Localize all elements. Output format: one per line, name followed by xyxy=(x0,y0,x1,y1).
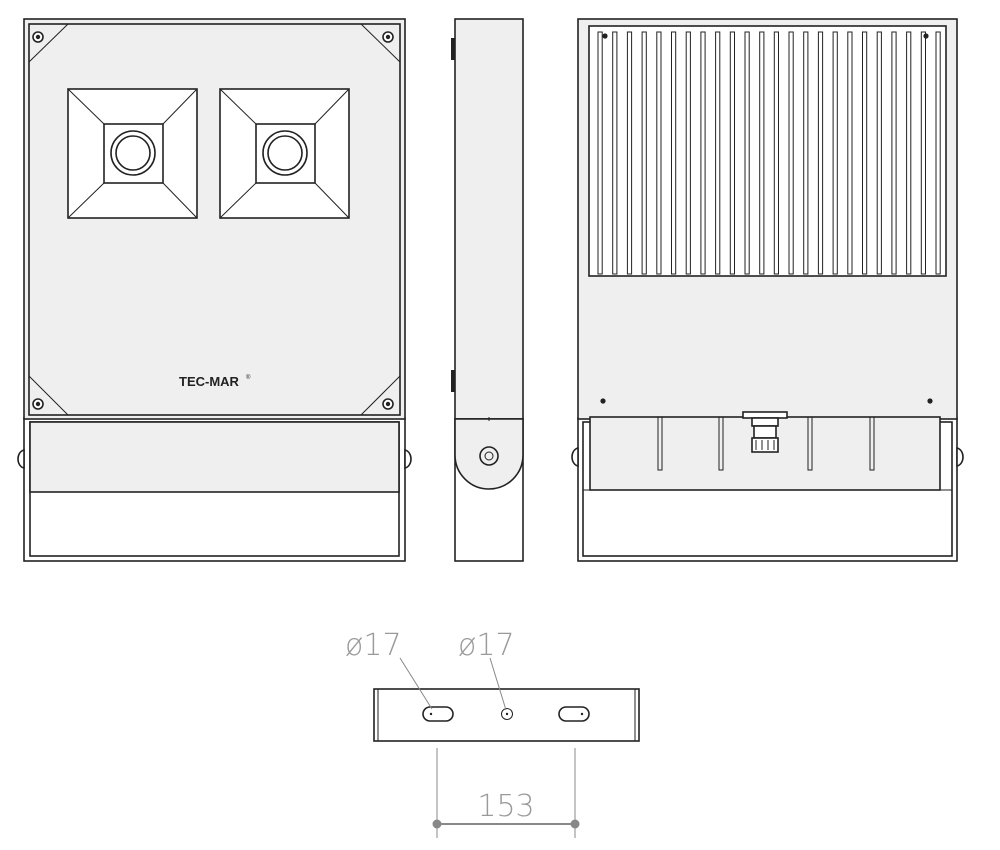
bracket-slot-left-mark xyxy=(429,712,433,716)
heatsink-fin xyxy=(788,31,794,275)
side-pivot-bolt-inner xyxy=(484,451,494,461)
front-corner-br xyxy=(360,375,401,416)
heatsink-fins xyxy=(597,31,941,275)
rear-right-knob xyxy=(956,446,964,468)
heatsink-fin xyxy=(656,31,662,275)
bracket-bottom-view: ø17 ø17 153 xyxy=(345,628,640,838)
rear-heatsink-screw-left xyxy=(602,33,608,39)
heatsink-fin xyxy=(847,31,853,275)
heatsink-fin xyxy=(773,31,779,275)
dim-label-spacing: 153 xyxy=(477,789,534,824)
dim-endpoint-left xyxy=(432,819,442,829)
front-corner-bl xyxy=(28,375,69,416)
brand-registered-mark: ® xyxy=(246,374,251,381)
rear-heatsink-screw-right xyxy=(923,33,929,39)
side-tab-bottom xyxy=(451,370,455,392)
heatsink-fin xyxy=(862,31,868,275)
bracket-center-mark xyxy=(505,712,509,716)
heatsink-fin xyxy=(612,31,618,275)
heatsink-fin xyxy=(759,31,765,275)
dim-endpoint-right xyxy=(570,819,580,829)
front-housing-inner xyxy=(28,23,401,416)
rear-screw-right xyxy=(927,398,933,404)
front-corner-tr xyxy=(360,23,401,63)
side-pivot-lobe xyxy=(454,418,524,490)
dim-leader-hole xyxy=(489,657,507,711)
side-pivot-bolt xyxy=(479,446,499,466)
heatsink-fin xyxy=(729,31,735,275)
side-tab-top xyxy=(451,38,455,60)
front-screw-br xyxy=(382,398,394,410)
front-lower-housing xyxy=(29,421,400,493)
cable-gland xyxy=(742,411,788,453)
heatsink-fin xyxy=(906,31,912,275)
heatsink-fin xyxy=(685,31,691,275)
heatsink-fin xyxy=(832,31,838,275)
rear-screw-left xyxy=(600,398,606,404)
rear-heatsink xyxy=(588,25,947,277)
front-screw-tl xyxy=(32,31,44,43)
rear-view xyxy=(571,18,964,562)
rear-driver-ribs xyxy=(657,416,875,471)
heatsink-fin xyxy=(626,31,633,275)
brand-logo-text: TEC-MAR xyxy=(179,374,240,389)
heatsink-fin xyxy=(641,31,647,275)
heatsink-fin xyxy=(744,31,750,275)
front-optic-left xyxy=(67,88,198,219)
heatsink-fin xyxy=(715,31,721,275)
heatsink-fin xyxy=(597,31,603,275)
dim-label-hole-diameter: ø17 xyxy=(458,628,515,663)
front-housing-outer xyxy=(23,18,406,420)
side-view xyxy=(451,18,524,562)
heatsink-fin xyxy=(891,31,897,275)
front-screw-tr xyxy=(382,31,394,43)
bracket-slot-left xyxy=(422,706,454,722)
front-view: TEC-MAR ® xyxy=(17,18,412,562)
heatsink-fin xyxy=(935,31,941,275)
heatsink-fin xyxy=(700,31,706,275)
front-right-knob xyxy=(404,448,412,470)
front-corner-tl xyxy=(28,23,69,63)
bracket-slot-right xyxy=(558,706,590,722)
heatsink-fin xyxy=(803,31,809,275)
front-optic-right xyxy=(219,88,350,219)
dim-label-slot-diameter: ø17 xyxy=(345,628,402,663)
heatsink-fin xyxy=(920,31,926,275)
dim-leader-slot xyxy=(399,657,433,710)
heatsink-fin xyxy=(876,31,882,275)
front-left-knob xyxy=(17,448,25,470)
side-housing xyxy=(454,18,524,420)
bracket-center-hole xyxy=(501,708,513,720)
heatsink-fin xyxy=(671,31,677,275)
heatsink-fin xyxy=(817,31,824,275)
rear-left-knob xyxy=(571,446,579,468)
front-screw-bl xyxy=(32,398,44,410)
bracket-slot-right-mark xyxy=(580,712,584,716)
